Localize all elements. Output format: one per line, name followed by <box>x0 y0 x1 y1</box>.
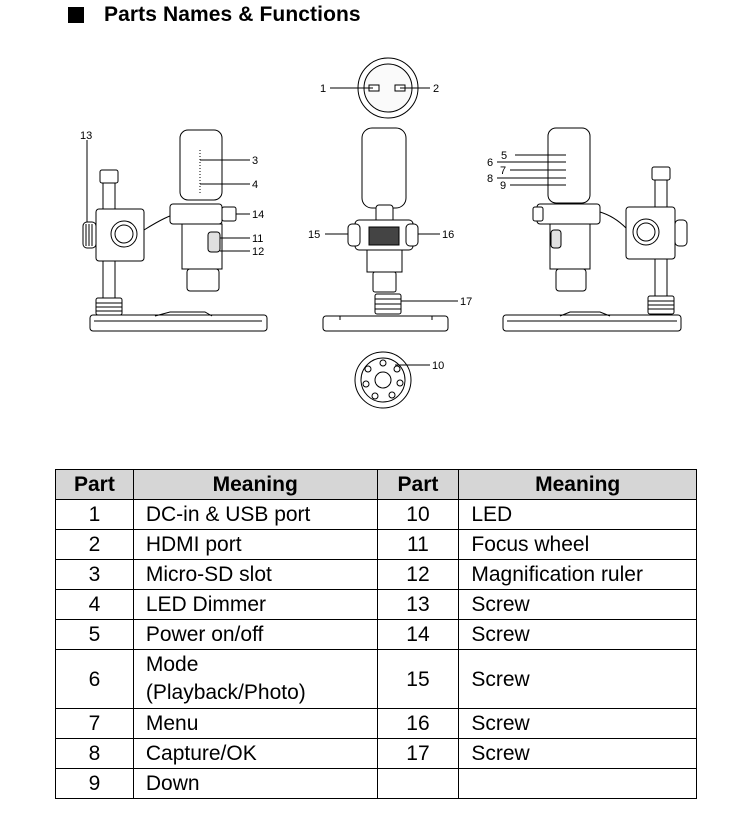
part-meaning: DC-in & USB port <box>132 499 378 530</box>
part-number: 15 <box>376 649 460 709</box>
part-number: 17 <box>376 738 460 769</box>
section-title: Parts Names & Functions <box>104 3 361 26</box>
callout-label: 16 <box>442 229 454 241</box>
part-number: 8 <box>55 738 134 769</box>
part-meaning: Micro-SD slot <box>132 559 378 590</box>
table-row: 3 Micro-SD slot 12 Magnification ruler <box>55 559 697 590</box>
section-heading: Parts Names & Functions <box>68 2 361 28</box>
part-number: 6 <box>55 649 134 709</box>
part-number: 10 <box>376 499 460 530</box>
part-meaning: Screw <box>458 708 697 739</box>
callout-label: 8 <box>487 173 493 185</box>
part-number: 3 <box>55 559 134 590</box>
callout-label: 1 <box>320 83 326 95</box>
callout-label: 12 <box>252 246 264 258</box>
right-view-illustration <box>497 127 688 332</box>
part-number: 16 <box>376 708 460 739</box>
column-header-meaning: Meaning <box>132 469 378 500</box>
part-number: 7 <box>55 708 134 739</box>
part-meaning: Screw <box>458 649 697 709</box>
part-number: 12 <box>376 559 460 590</box>
parts-table: Part Meaning Part Meaning 1 DC-in & USB … <box>55 469 697 799</box>
callout-label: 10 <box>432 360 444 372</box>
table-row: 7 Menu 16 Screw <box>55 708 697 739</box>
callout-label: 17 <box>460 296 472 308</box>
part-meaning: Mode (Playback/Photo) <box>132 649 378 709</box>
part-number: 13 <box>376 589 460 620</box>
top-view-illustration <box>330 57 430 119</box>
part-meaning: Focus wheel <box>458 529 697 560</box>
part-meaning: Screw <box>458 738 697 769</box>
part-meaning-line: (Playback/Photo) <box>145 681 306 704</box>
part-number: 1 <box>55 499 134 530</box>
part-number <box>376 768 460 799</box>
table-row: 1 DC-in & USB port 10 LED <box>55 499 697 530</box>
callout-label: 4 <box>252 179 258 191</box>
column-header-meaning: Meaning <box>458 469 697 500</box>
part-meaning: Menu <box>132 708 378 739</box>
callout-label: 5 <box>501 150 507 162</box>
table-row: 8 Capture/OK 17 Screw <box>55 738 697 769</box>
column-header-part: Part <box>376 469 460 500</box>
front-view-illustration <box>322 127 458 332</box>
part-number: 5 <box>55 619 134 650</box>
table-row: 6 Mode (Playback/Photo) 15 Screw <box>55 649 697 709</box>
callout-label: 2 <box>433 83 439 95</box>
callout-label: 7 <box>500 165 506 177</box>
callout-label: 9 <box>500 180 506 192</box>
callout-label: 13 <box>80 130 92 142</box>
table-row: 9 Down <box>55 768 697 799</box>
microscope-diagram: 1 2 3 4 5 6 7 8 9 10 11 12 13 14 15 16 1… <box>80 57 688 409</box>
callout-label: 14 <box>252 209 264 221</box>
bullet-square-icon <box>68 7 84 23</box>
part-meaning: Down <box>132 768 378 799</box>
part-meaning: Screw <box>458 619 697 650</box>
column-header-part: Part <box>55 469 134 500</box>
part-meaning: LED Dimmer <box>132 589 378 620</box>
callout-label: 11 <box>252 233 263 245</box>
bottom-view-illustration <box>354 351 430 409</box>
part-meaning: Power on/off <box>132 619 378 650</box>
part-meaning: Capture/OK <box>132 738 378 769</box>
table-header-row: Part Meaning Part Meaning <box>55 469 697 500</box>
part-number: 4 <box>55 589 134 620</box>
part-meaning: Screw <box>458 589 697 620</box>
part-meaning: HDMI port <box>132 529 378 560</box>
table-row: 2 HDMI port 11 Focus wheel <box>55 529 697 560</box>
part-meaning-line: Mode <box>145 653 199 676</box>
part-number: 14 <box>376 619 460 650</box>
left-view-illustration <box>82 129 268 332</box>
part-meaning: LED <box>458 499 697 530</box>
part-meaning: Magnification ruler <box>458 559 697 590</box>
part-number: 9 <box>55 768 134 799</box>
callout-label: 15 <box>308 229 320 241</box>
table-row: 4 LED Dimmer 13 Screw <box>55 589 697 620</box>
part-meaning <box>458 768 697 799</box>
part-number: 11 <box>376 529 460 560</box>
part-number: 2 <box>55 529 134 560</box>
callout-label: 6 <box>487 157 493 169</box>
callout-label: 3 <box>252 155 258 167</box>
table-row: 5 Power on/off 14 Screw <box>55 619 697 650</box>
